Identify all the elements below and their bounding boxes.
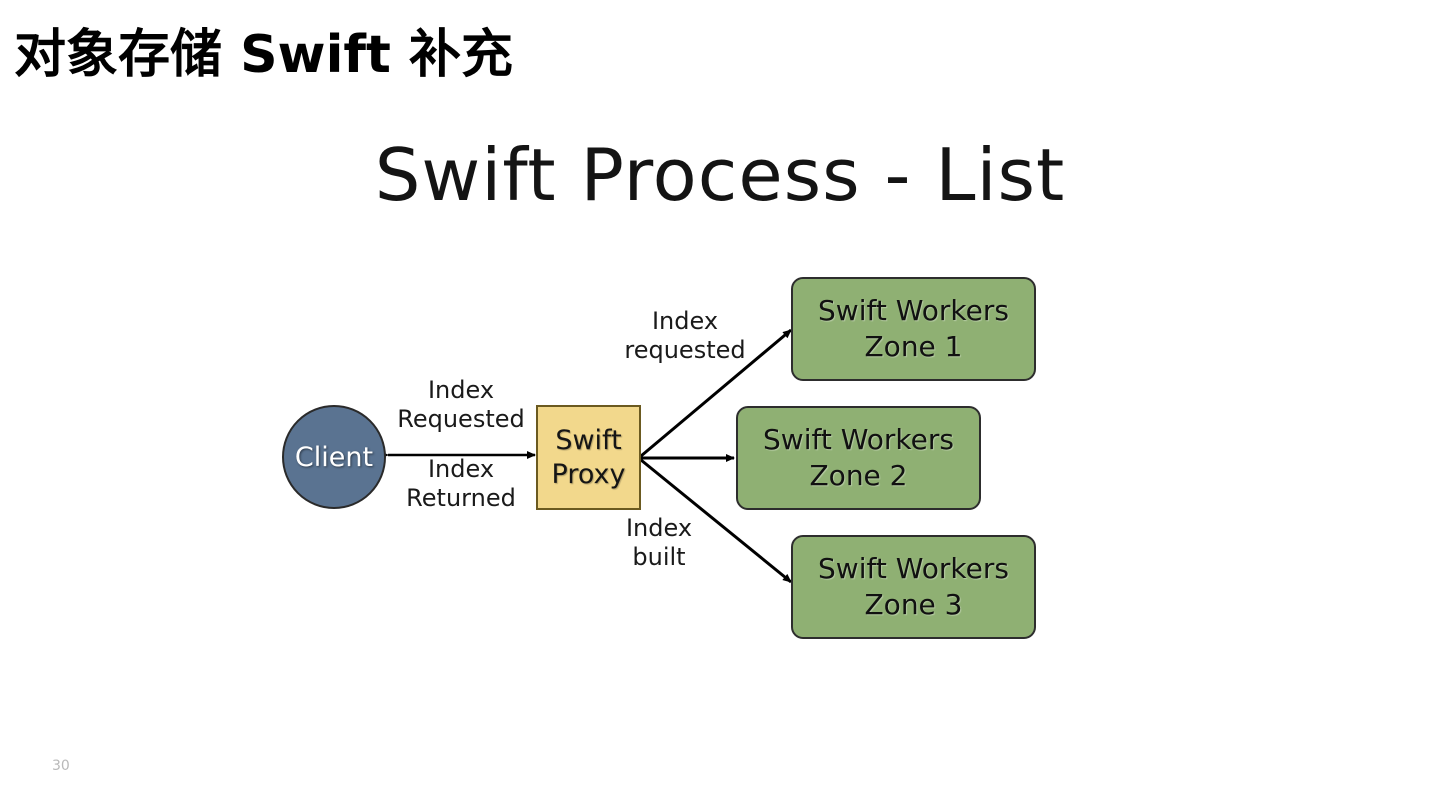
worker-label-line2: Zone 2	[809, 459, 908, 492]
worker-label-line2: Zone 3	[864, 588, 963, 621]
swift-workers-zone3-node: Swift Workers Zone 3	[791, 535, 1036, 639]
slide-title: 对象存储 Swift 补充	[14, 25, 514, 85]
worker-label-line1: Swift Workers	[818, 293, 1009, 327]
swift-proxy-node: Swift Proxy	[536, 405, 641, 510]
label-proxy-to-workers: Index requested	[618, 307, 752, 365]
worker-label-line2: Zone 1	[864, 330, 963, 363]
swift-workers-zone1-node: Swift Workers Zone 1	[791, 277, 1036, 381]
page-number: 30	[52, 758, 70, 774]
proxy-label-line1: Swift	[555, 424, 622, 456]
label-line: Requested	[397, 404, 525, 433]
swift-workers-zone2-node: Swift Workers Zone 2	[736, 406, 981, 510]
label-line: requested	[624, 335, 746, 364]
label-proxy-to-client: Index Returned	[396, 455, 526, 513]
label-line: Index	[427, 376, 495, 404]
proxy-label-line2: Proxy	[551, 458, 626, 490]
label-line: Index	[427, 455, 495, 483]
client-label: Client	[294, 441, 374, 473]
label-line: built	[632, 542, 686, 571]
label-line: Returned	[406, 483, 516, 512]
diagram-title: Swift Process - List	[374, 133, 1066, 217]
worker-label-line1: Swift Workers	[763, 422, 954, 456]
client-node: Client	[282, 405, 386, 509]
label-workers-to-proxy: Index built	[604, 514, 714, 572]
label-client-to-proxy: Index Requested	[396, 376, 526, 434]
label-line: Index	[651, 307, 719, 335]
worker-label-line1: Swift Workers	[818, 551, 1009, 585]
label-line: Index	[625, 514, 693, 542]
